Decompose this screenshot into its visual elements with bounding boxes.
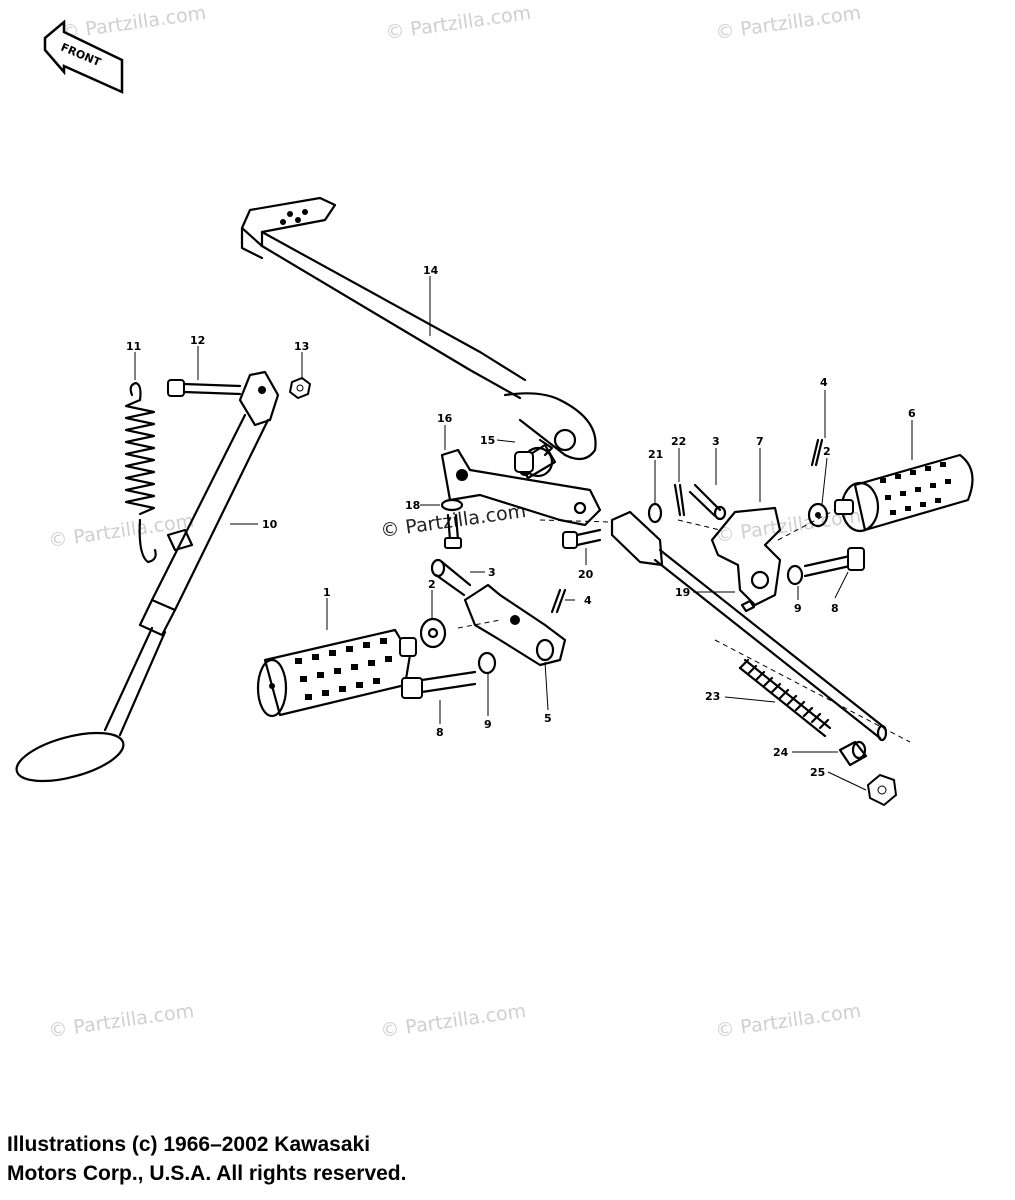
callout-8-right: 8 bbox=[831, 602, 839, 615]
callout-22: 22 bbox=[671, 435, 686, 448]
callout-21: 21 bbox=[648, 448, 663, 461]
callout-15: 15 bbox=[480, 434, 495, 447]
callout-8-left: 8 bbox=[436, 726, 444, 739]
washer-2-right bbox=[807, 502, 829, 528]
callout-19: 19 bbox=[675, 586, 690, 599]
footpeg-left bbox=[256, 628, 417, 718]
nut-25 bbox=[866, 773, 898, 807]
callout-24: 24 bbox=[773, 746, 789, 759]
pin-3-left bbox=[430, 558, 472, 597]
callout-11: 11 bbox=[126, 340, 141, 353]
callout-3-right: 3 bbox=[712, 435, 720, 448]
footpeg-right bbox=[834, 453, 974, 533]
callout-9-left: 9 bbox=[484, 718, 492, 731]
callout-1: 1 bbox=[323, 586, 331, 599]
cotter-pin-22 bbox=[673, 483, 686, 517]
callout-2-right: 2 bbox=[823, 445, 831, 458]
cotter-pin-4-left bbox=[550, 588, 567, 614]
callout-5: 5 bbox=[544, 712, 552, 725]
nut-13 bbox=[288, 376, 312, 400]
callout-20: 20 bbox=[578, 568, 594, 581]
bolt-8-right bbox=[803, 547, 865, 578]
callout-9-right: 9 bbox=[794, 602, 802, 615]
side-stand bbox=[15, 370, 280, 783]
callout-10: 10 bbox=[262, 518, 278, 531]
callout-18: 18 bbox=[405, 499, 420, 512]
callout-2-left: 2 bbox=[428, 578, 436, 591]
callout-4-left: 4 bbox=[584, 594, 592, 607]
washer-21 bbox=[647, 502, 663, 524]
front-arrow-icon: FRONT bbox=[43, 19, 124, 94]
callout-25: 25 bbox=[810, 766, 825, 779]
collar-24 bbox=[838, 740, 868, 767]
copyright-line-1: Illustrations (c) 1966–2002 Kawasaki bbox=[7, 1133, 371, 1156]
washer-9-right bbox=[786, 564, 804, 586]
callout-13: 13 bbox=[294, 340, 309, 353]
callout-3-left: 3 bbox=[488, 566, 496, 579]
bolt-8-left bbox=[401, 670, 477, 699]
brake-pedal bbox=[240, 196, 597, 480]
callout-6: 6 bbox=[908, 407, 916, 420]
bolt-17 bbox=[444, 513, 462, 549]
return-spring-23 bbox=[738, 658, 832, 738]
washer-9-left bbox=[477, 651, 497, 675]
bolt-20 bbox=[562, 528, 602, 549]
callout-14: 14 bbox=[423, 264, 439, 277]
pivot-15 bbox=[514, 438, 554, 478]
footpeg-bracket-left bbox=[463, 583, 567, 667]
callout-12: 12 bbox=[190, 334, 205, 347]
washer-18 bbox=[440, 498, 464, 512]
bolt-12 bbox=[167, 379, 242, 397]
footpeg-bracket-right bbox=[688, 483, 782, 607]
callout-16: 16 bbox=[437, 412, 453, 425]
assembly-guide-lines bbox=[457, 509, 911, 743]
copyright-line-2: Motors Corp., U.S.A. All rights reserved… bbox=[7, 1162, 407, 1185]
spring bbox=[124, 381, 157, 564]
callout-7: 7 bbox=[756, 435, 764, 448]
brake-arm bbox=[440, 448, 602, 527]
brake-rod bbox=[610, 510, 888, 742]
washer-2-left bbox=[419, 617, 447, 649]
callout-4-right: 4 bbox=[820, 376, 828, 389]
leader-lines bbox=[134, 276, 913, 791]
callout-23: 23 bbox=[705, 690, 720, 703]
cotter-pin-4-right bbox=[810, 438, 824, 467]
